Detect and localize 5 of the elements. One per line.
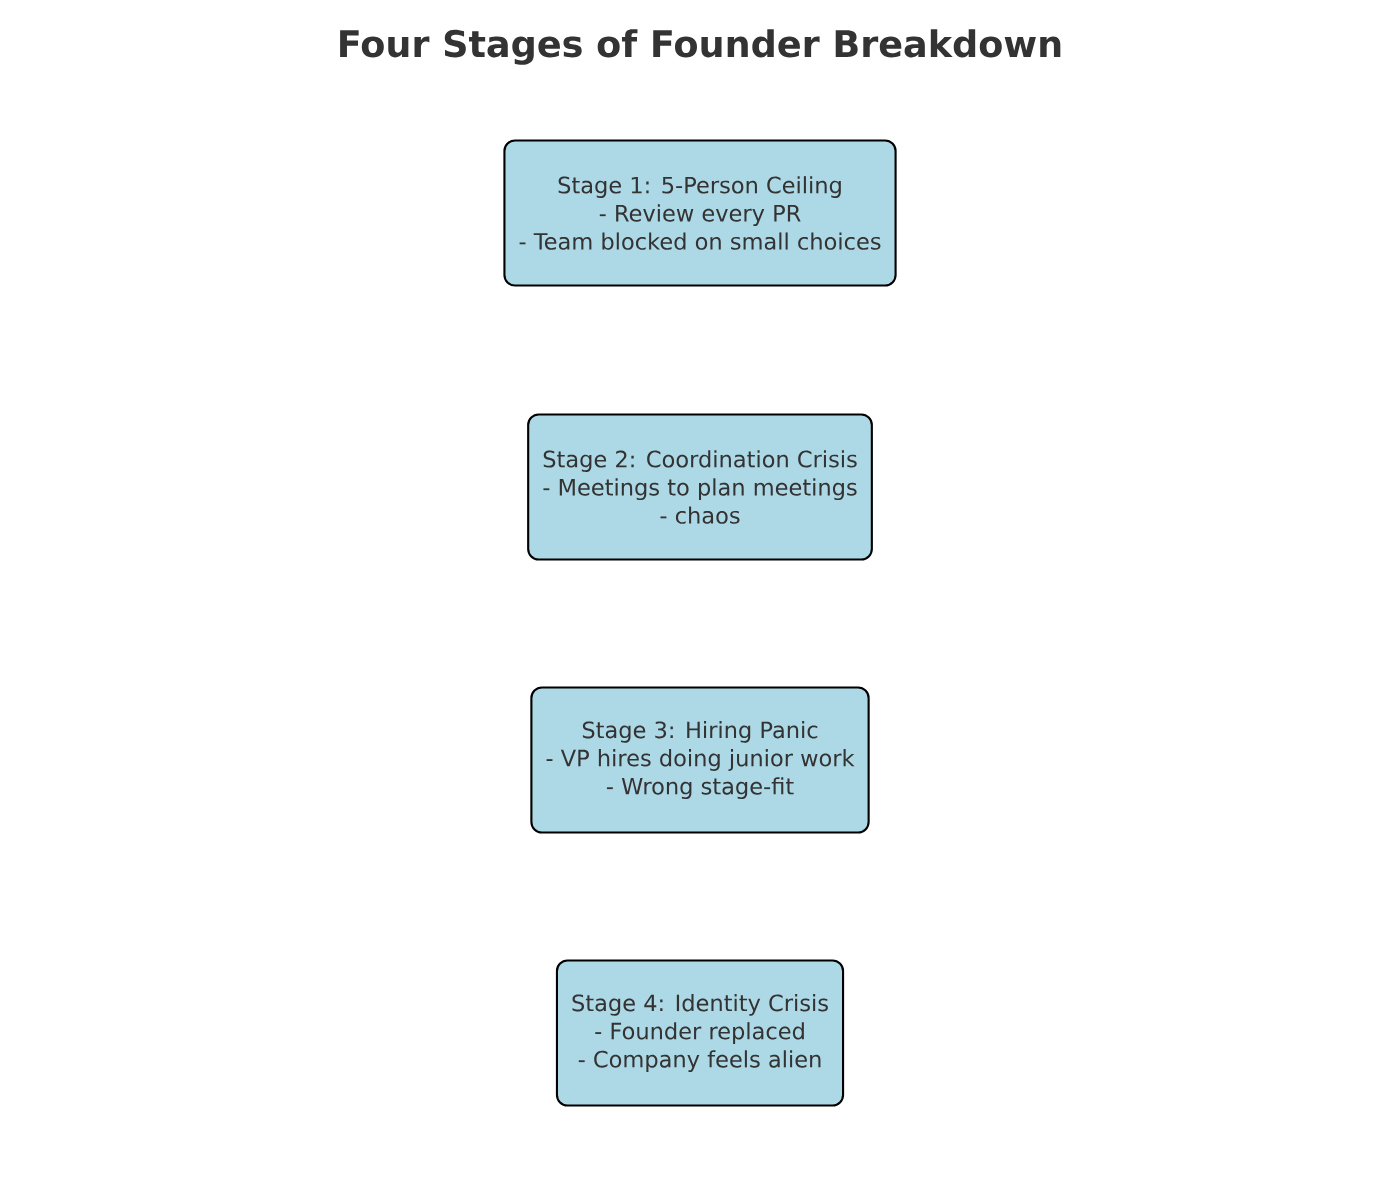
title: Four Stages of Founder Breakdown (340, 29, 1061, 65)
stage-box: Stage 2: Coordination Crisis - Meetings to plan meetings - chaos (527, 413, 873, 561)
stage-box: Stage 3: Hiring Panic - VP hires doing junior work - Wrong stage-fit (530, 686, 870, 834)
stage-box: Stage 4: Identity Crisis - Founder replaced - Company feels alien (555, 959, 845, 1107)
stage-box: Stage 1: 5-Person Ceiling - Review every PR - Team blocked on small choices (503, 139, 897, 287)
